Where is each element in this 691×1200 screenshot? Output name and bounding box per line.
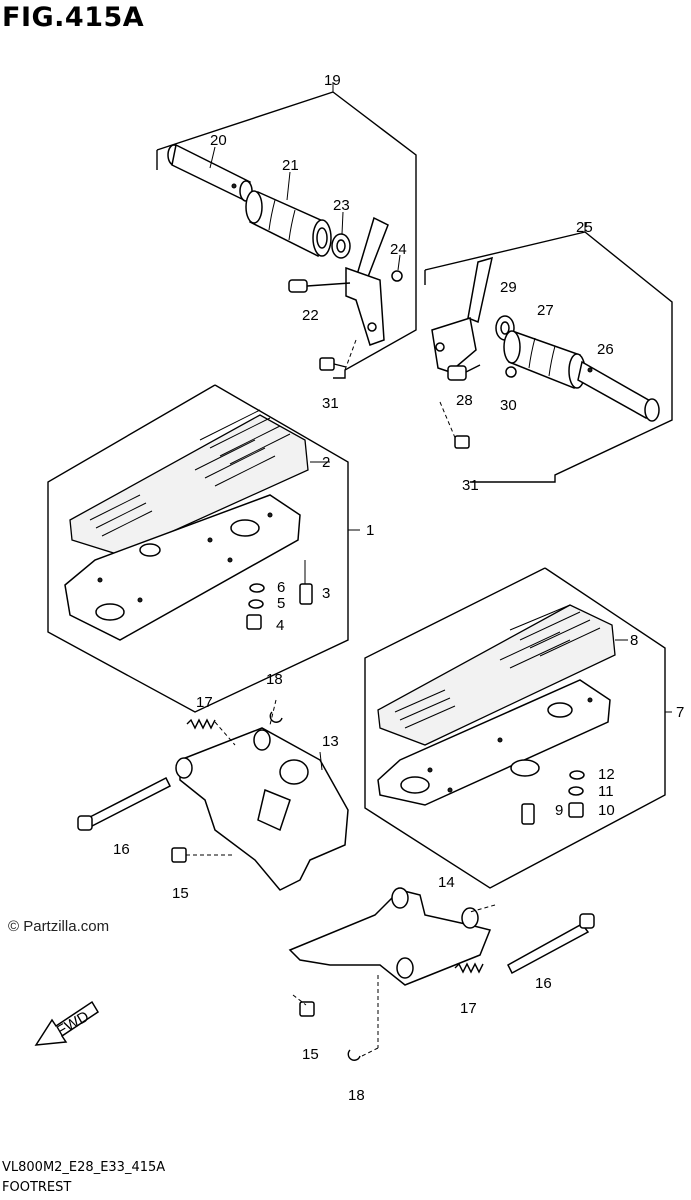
figure-name: FOOTREST [2,1180,72,1195]
callout-17-right: 17 [460,1000,477,1017]
figure-title: FIG.415A [2,2,145,33]
callout-12: 12 [598,766,615,783]
fwd-arrow-icon: FWD [34,1000,100,1046]
bolt-15-right [292,994,315,1017]
axle-shaft-20 [167,143,253,202]
bolt-31-upper [319,339,357,371]
callout-16-right: 16 [535,975,552,992]
callout-24: 24 [390,241,407,258]
callout-18-left: 18 [266,671,283,688]
callout-23: 23 [333,197,350,214]
callout-5: 5 [277,595,285,612]
callout-4: 4 [276,617,284,634]
callout-9: 9 [555,802,563,819]
footboard-base-1 [64,494,301,641]
callout-8: 8 [630,632,638,649]
spring-17-left [186,718,236,746]
callout-17-left: 17 [196,694,213,711]
callout-22: 22 [302,307,319,324]
callout-13: 13 [322,733,339,750]
footpeg-rubber-21 [245,171,332,258]
callout-26: 26 [597,341,614,358]
callout-labels: 1 2 3 4 5 6 7 8 9 10 11 12 13 14 15 15 1… [113,72,684,1104]
footpeg-bracket-19 [288,216,403,346]
callout-7: 7 [676,704,684,721]
footpeg-bracket-25 [431,256,494,381]
footboard-bracket-14 [288,887,496,986]
callout-14: 14 [438,874,455,891]
pivot-bolt-16-right [507,913,595,975]
callout-18-right: 18 [348,1087,365,1104]
callout-11: 11 [598,783,614,800]
callout-25: 25 [576,219,593,236]
footboard-mat-2 [69,409,330,556]
callout-31-lower: 31 [462,477,479,494]
callout-31-upper: 31 [322,395,339,412]
callout-3: 3 [322,585,330,602]
callout-16-left: 16 [113,841,130,858]
callout-15-right: 15 [302,1046,319,1063]
callout-19: 19 [324,72,341,89]
spring-17-right [454,962,484,974]
group-25-box [424,222,673,483]
bolt-15-left [171,847,235,863]
partzilla-watermark: © Partzilla.com [8,918,110,935]
clip-18-left [269,699,283,726]
callout-29: 29 [500,279,517,296]
group-7-box [364,567,672,889]
clip-18-right [347,975,379,1061]
callout-27: 27 [537,302,554,319]
callout-15-left: 15 [172,885,189,902]
footboard-hardware-9-12 [521,770,585,825]
footboard-bracket-13 [175,727,349,891]
callout-28: 28 [456,392,473,409]
callout-1: 1 [366,522,374,539]
pivot-bolt-16-left [77,776,172,831]
clip-30 [505,366,517,378]
footboard-hardware-3-6 [246,560,313,630]
footboard-mat-8 [377,604,628,746]
footboard-base-7 [377,679,611,806]
group-19-box [156,82,417,379]
callout-2: 2 [322,454,330,471]
callout-10: 10 [598,802,615,819]
axle-shaft-26 [577,360,660,422]
callout-30: 30 [500,397,517,414]
footpeg-rubber-27 [503,330,586,390]
callout-6: 6 [277,579,285,596]
group-1-box [47,384,360,713]
callout-20: 20 [210,132,227,149]
washer-23 [331,211,351,259]
bolt-31-lower [439,401,470,449]
figure-model-code: VL800M2_E28_E33_415A [2,1160,166,1175]
callout-21: 21 [282,157,299,174]
